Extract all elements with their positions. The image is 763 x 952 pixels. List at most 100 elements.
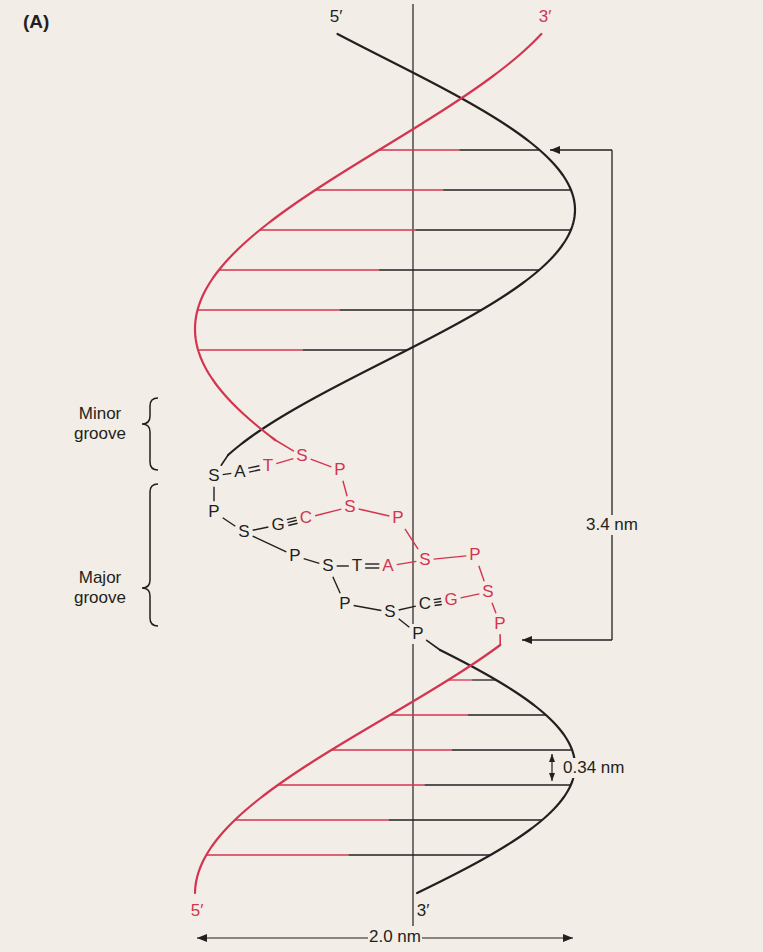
pitch-dimension-tick bbox=[550, 149, 612, 150]
phosphate-symbol: P bbox=[391, 508, 404, 528]
chemical-bond bbox=[253, 536, 287, 552]
chemical-bond bbox=[304, 559, 320, 564]
chemical-bond bbox=[249, 470, 260, 472]
groove-label: Minor groove bbox=[62, 404, 138, 443]
pitch-dimension-tick bbox=[522, 639, 612, 640]
chemical-bond bbox=[461, 594, 480, 598]
chemical-bond bbox=[434, 556, 467, 559]
helix-axis bbox=[412, 4, 413, 926]
chemical-bond bbox=[333, 577, 340, 593]
base-pair-rung bbox=[206, 854, 348, 855]
strand-backbone bbox=[417, 650, 575, 893]
base-letter: G bbox=[270, 515, 285, 535]
phosphate-symbol: P bbox=[468, 545, 481, 565]
strand-end-label: 3′ bbox=[416, 901, 431, 921]
base-letter: C bbox=[299, 508, 313, 528]
panel-label: (A) bbox=[22, 11, 50, 33]
sugar-symbol: S bbox=[481, 582, 494, 602]
helix-strands bbox=[195, 34, 575, 893]
sugar-symbol: S bbox=[418, 550, 431, 570]
base-pair-rung bbox=[448, 679, 472, 680]
base-pair-rung bbox=[452, 749, 572, 750]
base-pair-rung bbox=[424, 784, 570, 785]
base-pair-rung bbox=[260, 229, 416, 230]
chemical-bond bbox=[434, 601, 441, 602]
strand-backbone bbox=[221, 455, 228, 465]
groove-label: Major groove bbox=[62, 568, 138, 607]
chemical-bond bbox=[223, 473, 232, 474]
base-pair-rung bbox=[278, 784, 424, 785]
base-letter: C bbox=[418, 594, 432, 614]
base-pair-rung bbox=[219, 269, 379, 270]
strand-backbone bbox=[195, 34, 541, 440]
sugar-symbol: S bbox=[343, 497, 356, 517]
chemical-bond bbox=[434, 599, 441, 600]
phosphate-symbol: P bbox=[411, 624, 424, 644]
strand-backbone bbox=[195, 645, 500, 893]
chemical-bond bbox=[287, 517, 296, 519]
base-letter: A bbox=[381, 556, 394, 576]
base-letter: T bbox=[262, 456, 274, 476]
chemical-bond bbox=[248, 466, 259, 468]
base-pair-rung bbox=[472, 679, 496, 680]
dimension-label: 2.0 nm bbox=[368, 927, 422, 947]
chemical-bond bbox=[311, 459, 332, 467]
base-pair-rung bbox=[379, 149, 459, 150]
sugar-symbol: S bbox=[237, 522, 250, 542]
sugar-symbol: S bbox=[321, 556, 334, 576]
base-letter: A bbox=[233, 462, 246, 482]
base-pair-rung bbox=[339, 309, 481, 310]
base-pair-rung bbox=[315, 189, 443, 190]
chemical-bond bbox=[492, 603, 496, 613]
strand-end-label: 5′ bbox=[329, 7, 344, 27]
chemical-bond bbox=[399, 606, 416, 610]
base-letter: T bbox=[351, 556, 363, 576]
strand-end-label: 5′ bbox=[190, 901, 205, 921]
chemical-bond bbox=[276, 459, 293, 464]
chemical-bond bbox=[213, 487, 214, 501]
phosphate-symbol: P bbox=[288, 546, 301, 566]
chemical-bond bbox=[405, 529, 418, 549]
chemical-bond bbox=[288, 520, 297, 522]
base-pair-rung bbox=[331, 749, 451, 750]
strand-end-label: 3′ bbox=[538, 7, 553, 27]
chemical-bond bbox=[479, 566, 484, 581]
pitch-dimension-line bbox=[611, 150, 612, 640]
base-pair-rung bbox=[443, 189, 571, 190]
strand-backbone bbox=[427, 640, 440, 650]
base-pair-rung bbox=[235, 819, 389, 820]
dimension-label: 3.4 nm bbox=[585, 515, 639, 535]
sugar-symbol: S bbox=[383, 602, 396, 622]
phosphate-symbol: P bbox=[493, 614, 506, 634]
chemical-bond bbox=[343, 481, 347, 496]
minor-groove-brace bbox=[142, 398, 158, 470]
sugar-symbol: S bbox=[207, 466, 220, 486]
base-letter: G bbox=[443, 590, 458, 610]
base-pair-rung bbox=[468, 714, 546, 715]
strand-backbone bbox=[275, 440, 293, 451]
base-pair-rung bbox=[198, 349, 303, 350]
strand-backbone bbox=[499, 635, 501, 645]
chemical-bond bbox=[365, 567, 379, 568]
base-pair-rungs bbox=[198, 150, 573, 855]
chemical-bond bbox=[337, 565, 349, 566]
dimension-label: 0.34 nm bbox=[562, 758, 625, 778]
chemical-bonds bbox=[214, 459, 496, 628]
chemical-bond bbox=[288, 523, 297, 525]
chemical-bond bbox=[359, 509, 390, 516]
chemical-bond bbox=[223, 518, 236, 526]
chemical-bond bbox=[315, 509, 341, 516]
base-pair-rung bbox=[389, 819, 543, 820]
phosphate-symbol: P bbox=[207, 502, 220, 522]
base-pair-rung bbox=[348, 854, 490, 855]
base-pair-rung bbox=[303, 349, 408, 350]
sugar-symbol: S bbox=[295, 446, 308, 466]
phosphate-symbol: P bbox=[333, 460, 346, 480]
phosphate-symbol: P bbox=[338, 594, 351, 614]
rise-dimension-arrow bbox=[551, 754, 552, 781]
chemical-bond bbox=[253, 527, 269, 530]
base-pair-rung bbox=[459, 149, 539, 150]
base-pair-rung bbox=[415, 229, 571, 230]
base-pair-rung bbox=[390, 714, 468, 715]
